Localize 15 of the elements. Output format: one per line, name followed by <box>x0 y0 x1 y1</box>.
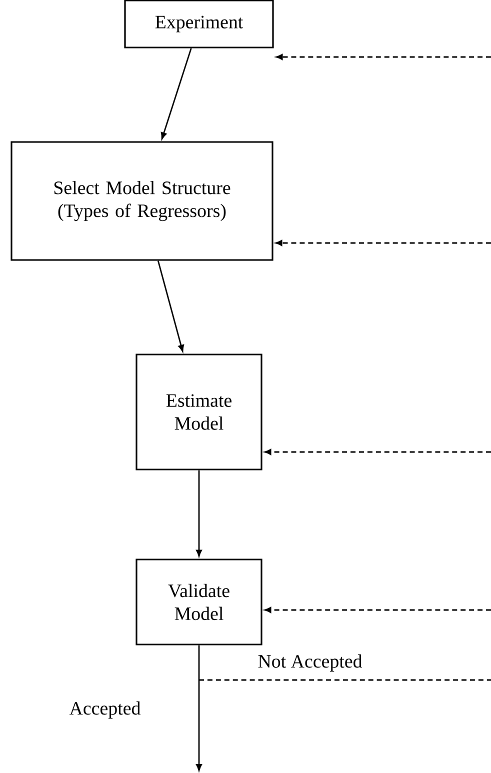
feedback-arrow <box>275 240 491 246</box>
arrow <box>157 260 184 352</box>
arrow <box>196 470 202 557</box>
feedback-arrow <box>276 54 491 60</box>
process-box: Select Model Structure (Types of Regressors) <box>10 141 274 261</box>
feedback-arrow <box>264 607 491 613</box>
edge-label: Accepted <box>69 701 140 719</box>
arrow <box>196 645 202 771</box>
process-box: Experiment <box>124 0 274 48</box>
edge-label: Not Accepted <box>258 654 362 672</box>
feedback-arrow <box>264 449 491 455</box>
process-box: Validate Model <box>136 558 262 646</box>
process-box: Estimate Model <box>136 354 262 470</box>
feedback-line <box>199 679 491 681</box>
arrow <box>160 48 192 140</box>
